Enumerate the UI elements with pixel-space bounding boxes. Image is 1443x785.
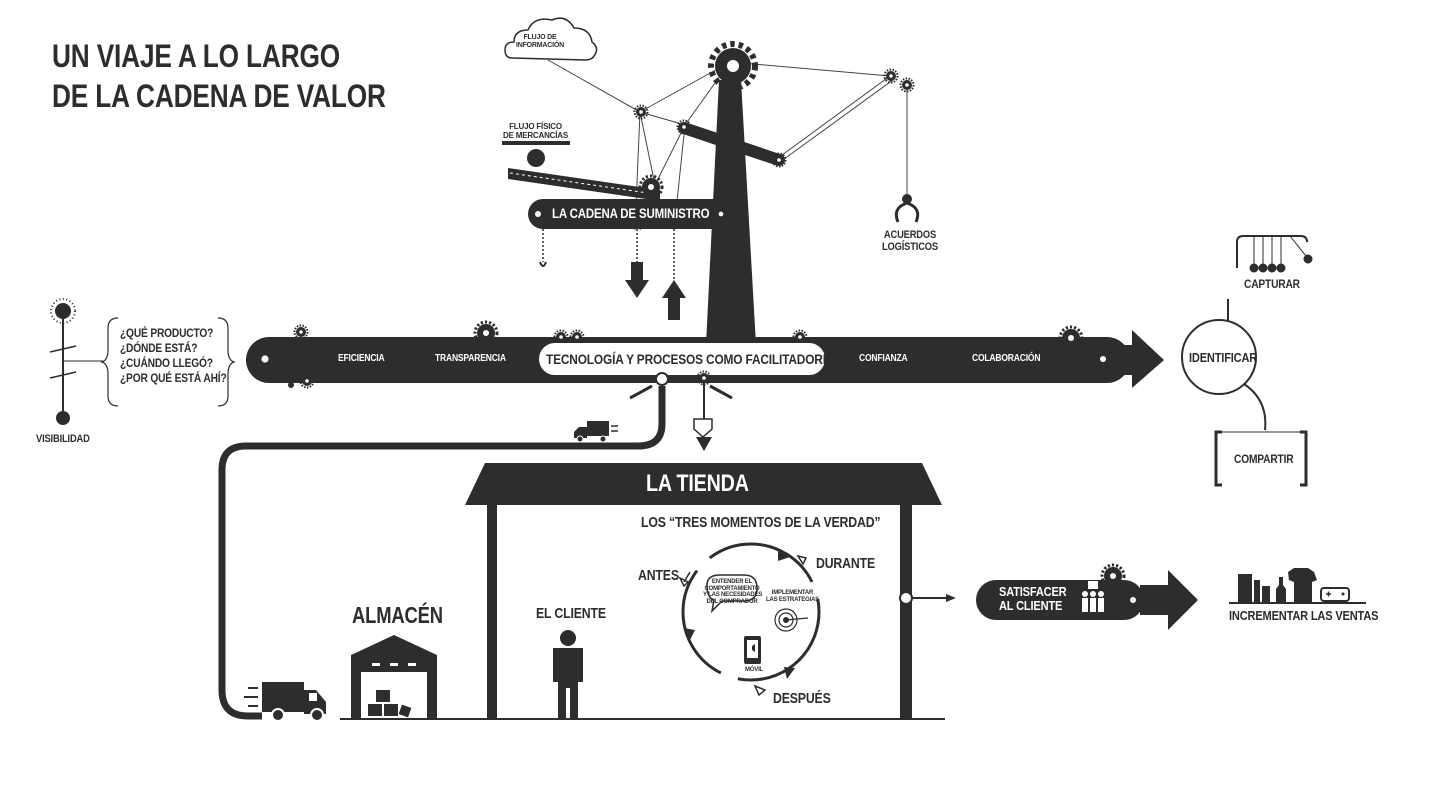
satisfy-line-1: SATISFACER bbox=[999, 584, 1067, 599]
understand-label: ENTENDER EL COMPORTAMIENTO Y LAS NECESID… bbox=[703, 579, 763, 605]
during-label: DURANTE bbox=[816, 555, 875, 572]
big-gear-icon bbox=[711, 44, 755, 88]
understand-line-3: Y LAS NECESIDADES bbox=[703, 592, 763, 598]
understand-line-4: DEL COMPRADOR bbox=[706, 598, 758, 605]
delivery-path bbox=[218, 386, 666, 720]
title-line-2: DE LA CADENA DE VALOR bbox=[52, 78, 386, 114]
satisfy-label: SATISFACER AL CLIENTE bbox=[999, 584, 1067, 613]
moments-cycle bbox=[678, 542, 821, 697]
info-flow-label: FLUJO DE INFORMACIÓN bbox=[516, 34, 564, 50]
capture-label: CAPTURAR bbox=[1244, 277, 1300, 291]
facilitators-label: TECNOLOGÍA Y PROCESOS COMO FACILITADORES bbox=[546, 351, 839, 367]
physical-flow-line-1: FLUJO FÍSICO bbox=[509, 122, 562, 131]
speech-bubble-icon bbox=[706, 574, 758, 614]
store-left-pillar bbox=[487, 505, 497, 719]
understand-line-2: COMPORTAMIENTO bbox=[704, 585, 760, 592]
mobile-label: MÓVIL bbox=[745, 667, 763, 673]
customer-icon bbox=[553, 630, 583, 718]
products-icon bbox=[1229, 568, 1366, 604]
warehouse-icon bbox=[351, 635, 437, 718]
warehouse-label: ALMACÉN bbox=[352, 602, 443, 628]
satisfy-arrow bbox=[1140, 570, 1198, 630]
left-brace bbox=[100, 317, 119, 407]
before-marker-icon bbox=[678, 571, 691, 588]
identify-label: IDENTIFICAR bbox=[1189, 350, 1258, 365]
implement-label: IMPLEMENTAR LAS ESTRATEGIAS bbox=[766, 590, 819, 604]
belt-item-transparency: TRANSPARENCIA bbox=[435, 353, 506, 364]
chains bbox=[542, 229, 675, 282]
visibility-icon bbox=[49, 298, 103, 425]
during-marker-icon bbox=[796, 554, 808, 566]
logistics-label: ACUERDOS LOGÍSTICOS bbox=[882, 229, 938, 253]
target-icon bbox=[774, 608, 809, 632]
belt-item-collaboration: COLABORACIÓN bbox=[972, 353, 1041, 364]
down-arrow-icon bbox=[625, 262, 649, 298]
crane-arm bbox=[678, 122, 785, 166]
claw-icon bbox=[894, 194, 920, 223]
supply-chain-label: LA CADENA DE SUMINISTRO bbox=[552, 205, 710, 221]
question-1: ¿QUÉ PRODUCTO? bbox=[120, 326, 214, 340]
title-line-1: UN VIAJE A LO LARGO bbox=[52, 38, 340, 74]
info-flow-line-2: INFORMACIÓN bbox=[516, 42, 564, 49]
mobile-phone-icon bbox=[744, 636, 761, 664]
identify-circle bbox=[1181, 319, 1257, 395]
store-roof bbox=[465, 463, 942, 505]
sales-label: INCREMENTAR LAS VENTAS bbox=[1229, 608, 1379, 623]
cloud-icon bbox=[504, 17, 598, 61]
physical-flow-line-2: DE MERCANCÍAS bbox=[503, 131, 568, 140]
question-3: ¿CUÁNDO LLEGÓ? bbox=[120, 356, 213, 370]
belt-item-efficiency: EFICIENCIA bbox=[338, 353, 385, 364]
satisfy-line-2: AL CLIENTE bbox=[999, 598, 1063, 613]
client-label: EL CLIENTE bbox=[536, 605, 606, 622]
crane-cables bbox=[547, 59, 908, 231]
info-flow-line-1: FLUJO DE bbox=[523, 34, 557, 41]
understand-line-1: ENTENDER EL bbox=[711, 579, 753, 585]
hand-pointer-icon bbox=[693, 418, 713, 451]
moments-title: LOS “TRES MOMENTOS DE LA VERDAD” bbox=[641, 514, 881, 531]
implement-line-1: IMPLEMENTAR bbox=[771, 590, 814, 596]
after-marker-icon bbox=[753, 684, 767, 697]
delivery-truck-icon bbox=[244, 682, 326, 722]
customers-group-icon bbox=[1082, 581, 1104, 612]
share-label: COMPARTIR bbox=[1234, 452, 1294, 466]
small-truck-icon bbox=[574, 421, 618, 443]
store-title: LA TIENDA bbox=[646, 470, 749, 497]
newtons-cradle-icon bbox=[1236, 235, 1313, 273]
conveyor-ramp bbox=[502, 141, 664, 201]
visibility-questions: ¿QUÉ PRODUCTO? ¿DÓNDE ESTÁ? ¿CUÁNDO LLEG… bbox=[120, 326, 227, 386]
belt-item-trust: CONFIANZA bbox=[859, 353, 908, 364]
right-brace bbox=[217, 317, 236, 407]
question-2: ¿DÓNDE ESTÁ? bbox=[120, 341, 198, 355]
question-4: ¿POR QUÉ ESTÁ AHÍ? bbox=[120, 371, 227, 385]
logistics-line-2: LOGÍSTICOS bbox=[882, 241, 938, 253]
up-arrow-icon bbox=[662, 280, 686, 320]
implement-line-2: LAS ESTRATEGIAS bbox=[766, 597, 819, 603]
store-right-pillar bbox=[900, 505, 912, 719]
before-label: ANTES bbox=[638, 567, 679, 584]
after-label: DESPUÉS bbox=[773, 690, 831, 707]
supply-chain-pill bbox=[528, 199, 740, 229]
physical-flow-label: FLUJO FÍSICO DE MERCANCÍAS bbox=[503, 122, 568, 140]
logistics-line-1: ACUERDOS bbox=[883, 229, 937, 241]
belt-arrow bbox=[1100, 330, 1164, 388]
page-title: UN VIAJE A LO LARGO DE LA CADENA DE VALO… bbox=[52, 36, 386, 116]
visibility-label: VISIBILIDAD bbox=[36, 433, 90, 445]
